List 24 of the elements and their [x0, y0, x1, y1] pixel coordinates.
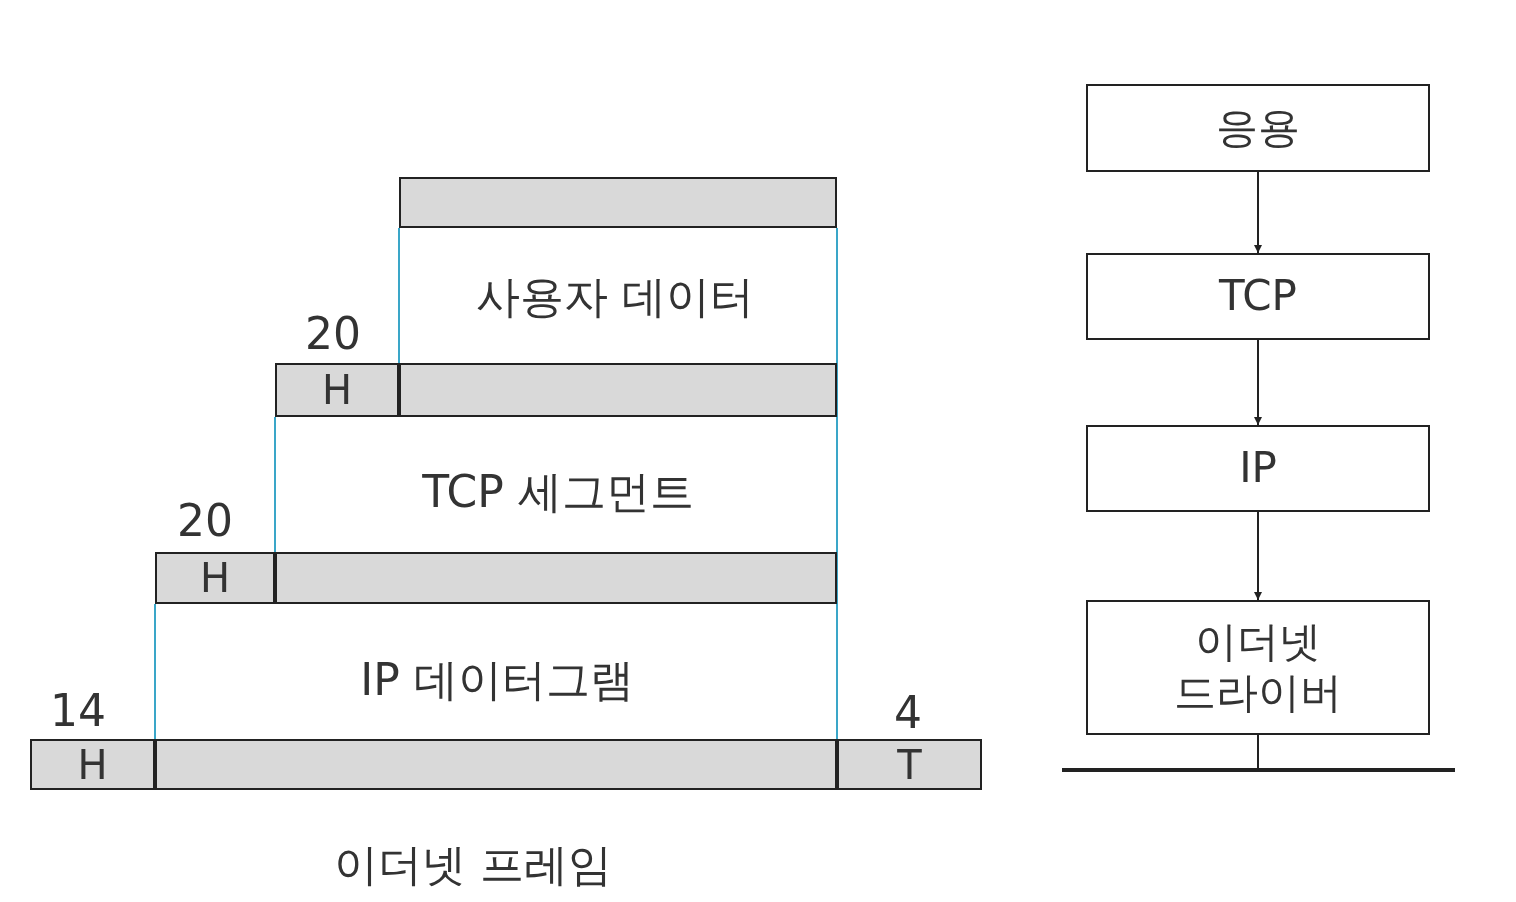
data-bar: [155, 739, 837, 790]
arrow: [1254, 339, 1262, 426]
layer-label: 이더넷 프레임: [334, 837, 612, 892]
data-bar: [399, 177, 837, 228]
layer-box: IP: [1086, 425, 1430, 512]
header-field: T: [837, 739, 982, 790]
layer-label: IP 데이터그램: [360, 652, 634, 707]
layer-box: 이더넷 드라이버: [1086, 600, 1430, 735]
layer-box: 응용: [1086, 84, 1430, 172]
layer-box: TCP: [1086, 253, 1430, 340]
layer-label: TCP 세그먼트: [422, 464, 694, 519]
header-field: H: [275, 363, 399, 417]
size-label: 14: [50, 684, 106, 736]
header-field: H: [155, 552, 275, 604]
header-field: H: [30, 739, 155, 790]
data-bar: [399, 363, 837, 417]
arrow: [1254, 171, 1262, 254]
arrow: [1254, 511, 1262, 601]
size-label: 20: [305, 307, 361, 359]
connector-line: [1257, 734, 1259, 769]
size-label: 20: [177, 494, 233, 546]
layer-label: 사용자 데이터: [476, 269, 754, 324]
size-label: 4: [894, 686, 922, 738]
data-bar: [275, 552, 837, 604]
